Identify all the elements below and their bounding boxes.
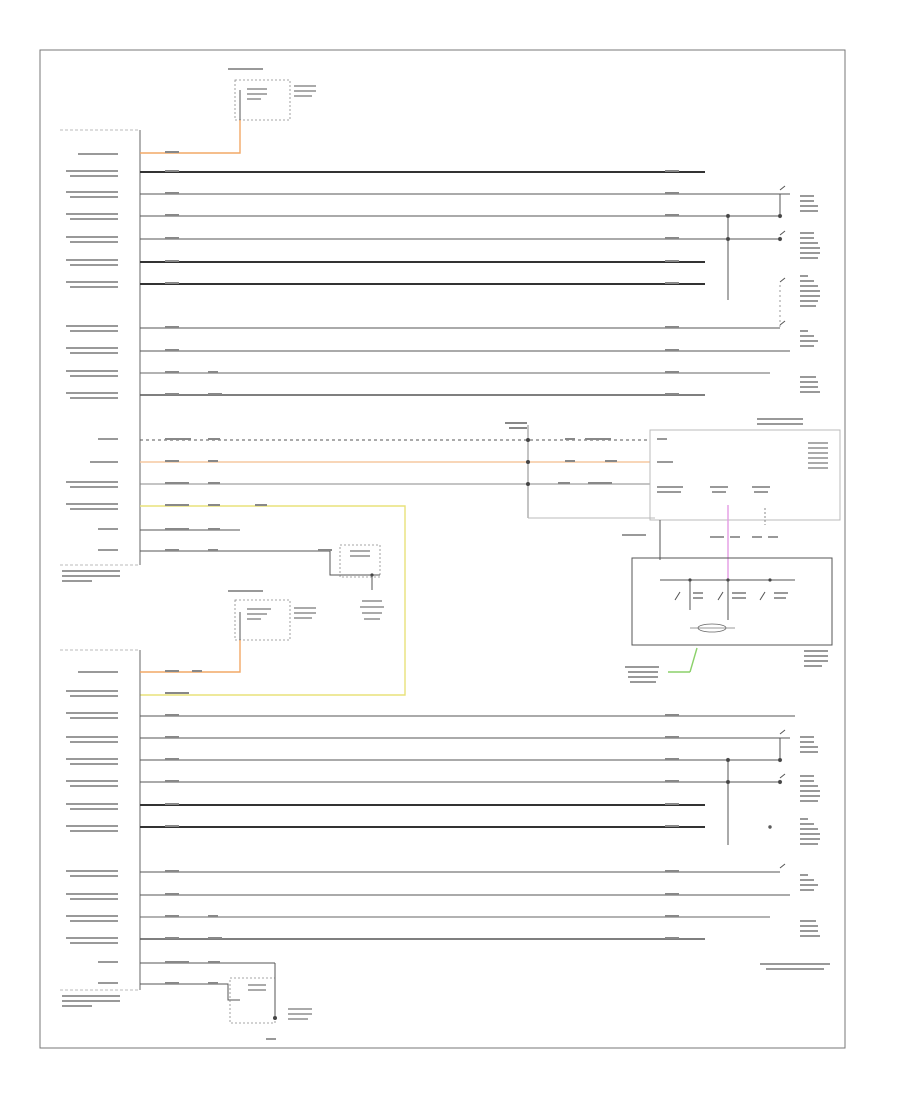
seat-motor-box — [625, 557, 833, 683]
passenger-pin-labels — [62, 671, 120, 1007]
passenger-seat-module — [60, 649, 141, 1007]
relay-upper — [339, 544, 384, 620]
diagram-frame — [39, 49, 846, 1049]
driver-pin-labels — [62, 153, 120, 582]
passenger-wires — [140, 640, 795, 1001]
fuse-block-upper — [228, 68, 316, 152]
seat-motors-upper — [800, 195, 820, 393]
fuse-block-lower — [228, 590, 316, 670]
lower-switch-symbols — [725, 729, 786, 869]
memory-seat-switch — [622, 418, 841, 580]
seat-motors-lower — [760, 736, 830, 970]
driver-seat-module — [60, 129, 141, 582]
upper-switch-symbols — [725, 185, 786, 326]
relay-lower — [229, 962, 312, 1040]
driver-wires — [140, 120, 790, 696]
